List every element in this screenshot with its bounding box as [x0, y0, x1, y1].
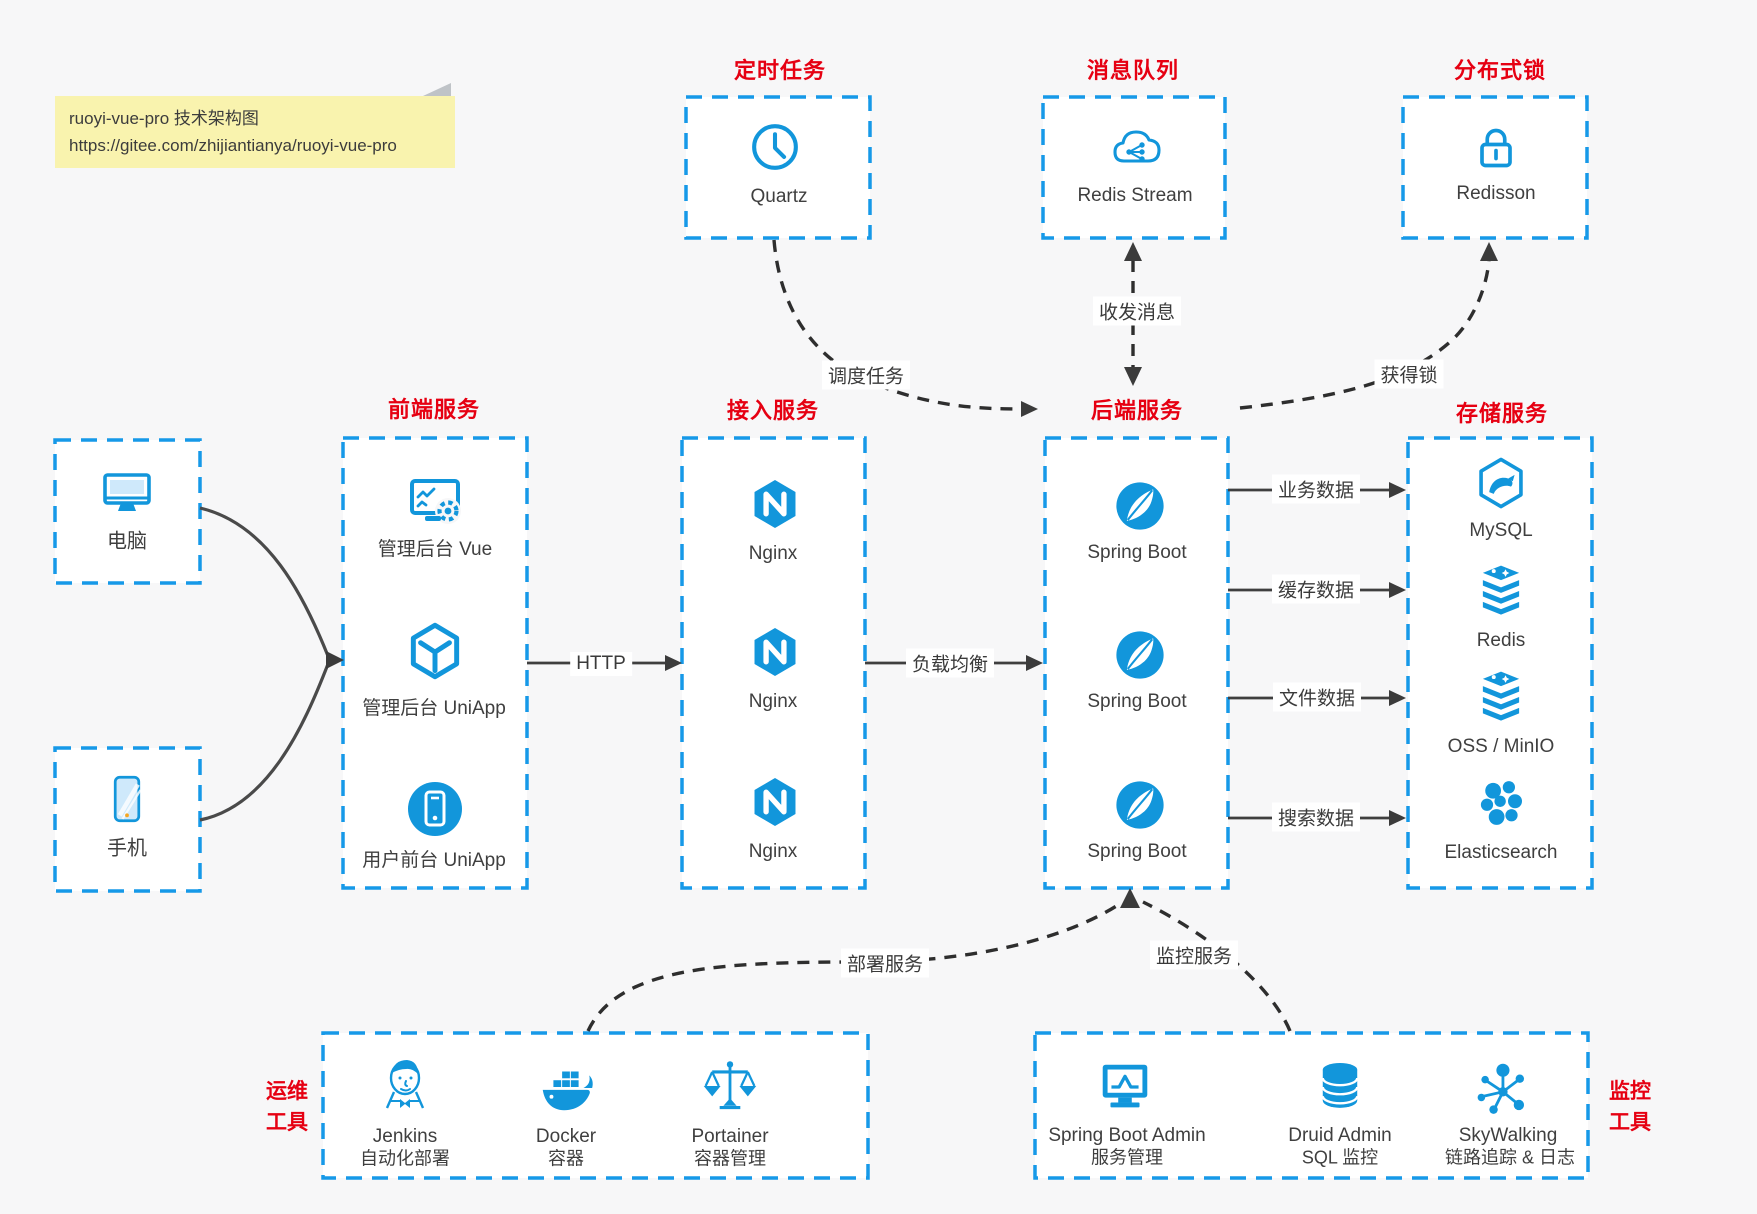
- admin-vue-icon: [403, 470, 467, 534]
- user-app-icon: [403, 777, 467, 841]
- spring-boot-icon: [1112, 777, 1168, 833]
- cloud-share-icon: [1105, 115, 1169, 179]
- edge-phone-frontend: [199, 663, 330, 822]
- title-ops-tools: 运维 工具: [266, 1080, 308, 1134]
- note-title: ruoyi-vue-pro 技术架构图: [69, 109, 259, 128]
- arrowheads: [326, 242, 1498, 908]
- storage-item-label: Elasticsearch: [1444, 842, 1558, 864]
- gateway-item-label: Nginx: [748, 691, 798, 713]
- nginx-icon: [747, 774, 804, 831]
- title-distributed-lock: 分布式锁: [1453, 58, 1547, 83]
- topology-icon: [1472, 1059, 1532, 1119]
- box-computer: [53, 438, 202, 585]
- monitor-item-name: SkyWalking: [1458, 1125, 1558, 1147]
- jenkins-icon: [373, 1052, 437, 1116]
- storage-item-label: OSS / MinIO: [1447, 736, 1555, 758]
- backend-item-label: Spring Boot: [1087, 841, 1187, 863]
- ops-item-name: Docker: [535, 1126, 597, 1148]
- nginx-icon: [747, 624, 804, 681]
- monitor-chart-icon: [1094, 1055, 1156, 1117]
- frontend-item-label: 用户前台 UniApp: [362, 850, 506, 872]
- box-ops-tools: [321, 1031, 870, 1180]
- monitor-item-desc: SQL 监控: [1301, 1147, 1379, 1168]
- edge-label-search-data: 搜索数据: [1271, 802, 1361, 832]
- lock-icon: [1468, 120, 1524, 176]
- quartz-label: Quartz: [750, 186, 808, 208]
- box-storage: [1406, 436, 1594, 890]
- ops-item-desc: 容器管理: [694, 1148, 766, 1169]
- phone-label: 手机: [107, 837, 147, 860]
- frontend-item-label: 管理后台 Vue: [377, 539, 493, 561]
- monitor-item-name: Druid Admin: [1288, 1125, 1392, 1147]
- edge-label-acquire-lock: 获得锁: [1374, 359, 1444, 389]
- edge-label-http: HTTP: [570, 652, 632, 676]
- frontend-item-label: 管理后台 UniApp: [362, 698, 506, 720]
- gateway-item-label: Nginx: [748, 543, 798, 565]
- gateway-item-label: Nginx: [748, 841, 798, 863]
- title-gateway: 接入服务: [726, 398, 820, 423]
- edge-label-file-data: 文件数据: [1272, 682, 1362, 712]
- edge-label-monitor: 监控服务: [1149, 940, 1239, 970]
- ops-item-desc: 自动化部署: [360, 1148, 450, 1169]
- title-storage: 存储服务: [1455, 401, 1549, 426]
- monitor-item-desc: 链路追踪 & 日志: [1444, 1147, 1576, 1168]
- edge-acquire-lock: [1239, 259, 1491, 410]
- edge-label-deploy: 部署服务: [840, 948, 930, 978]
- ops-item-name: Portainer: [691, 1126, 769, 1148]
- note-url: https://gitee.com/zhijiantianya/ruoyi-vu…: [69, 136, 397, 155]
- portainer-icon: [700, 1056, 760, 1116]
- backend-item-label: Spring Boot: [1087, 542, 1187, 564]
- box-message-queue: [1041, 95, 1227, 240]
- title-frontend: 前端服务: [387, 397, 481, 422]
- database-icon: [1311, 1058, 1369, 1116]
- monitor-item-name: Spring Boot Admin: [1048, 1125, 1206, 1147]
- ops-item-desc: 容器: [548, 1148, 584, 1169]
- redis-stream-label: Redis Stream: [1077, 185, 1193, 207]
- title-message-queue: 消息队列: [1086, 58, 1180, 83]
- edge-label-load-balance: 负载均衡: [905, 648, 995, 678]
- elasticsearch-icon: [1473, 775, 1529, 831]
- monitor-item-desc: 服务管理: [1091, 1147, 1163, 1168]
- redis-stack-icon: [1472, 562, 1530, 620]
- redisson-label: Redisson: [1456, 183, 1536, 205]
- storage-item-label: Redis: [1476, 630, 1526, 652]
- edge-label-message: 收发消息: [1092, 296, 1182, 326]
- computer-icon: [95, 462, 159, 526]
- edge-computer-frontend: [199, 506, 330, 657]
- uniapp-cube-icon: [402, 618, 468, 684]
- edge-schedule-task: [772, 239, 1023, 411]
- spring-boot-icon: [1112, 627, 1168, 683]
- clock-icon: [746, 118, 804, 176]
- phone-icon: [98, 770, 156, 828]
- spring-boot-icon: [1112, 478, 1168, 534]
- mysql-icon: [1472, 454, 1530, 512]
- oss-stack-icon: [1472, 668, 1530, 726]
- sticky-note: ruoyi-vue-pro 技术架构图 https://gitee.com/zh…: [55, 83, 455, 168]
- edge-label-business-data: 业务数据: [1271, 474, 1361, 504]
- edge-label-cache-data: 缓存数据: [1271, 574, 1361, 604]
- box-distributed-lock: [1401, 95, 1589, 240]
- ops-item-name: Jenkins: [372, 1126, 438, 1148]
- backend-item-label: Spring Boot: [1087, 691, 1187, 713]
- docker-icon: [535, 1056, 597, 1118]
- computer-label: 电脑: [107, 530, 147, 553]
- title-backend: 后端服务: [1090, 398, 1184, 423]
- edge-label-schedule: 调度任务: [821, 360, 911, 390]
- nginx-icon: [747, 476, 804, 533]
- storage-item-label: MySQL: [1469, 520, 1533, 542]
- title-monitor-tools: 监控 工具: [1609, 1080, 1651, 1134]
- title-scheduled-task: 定时任务: [733, 58, 827, 83]
